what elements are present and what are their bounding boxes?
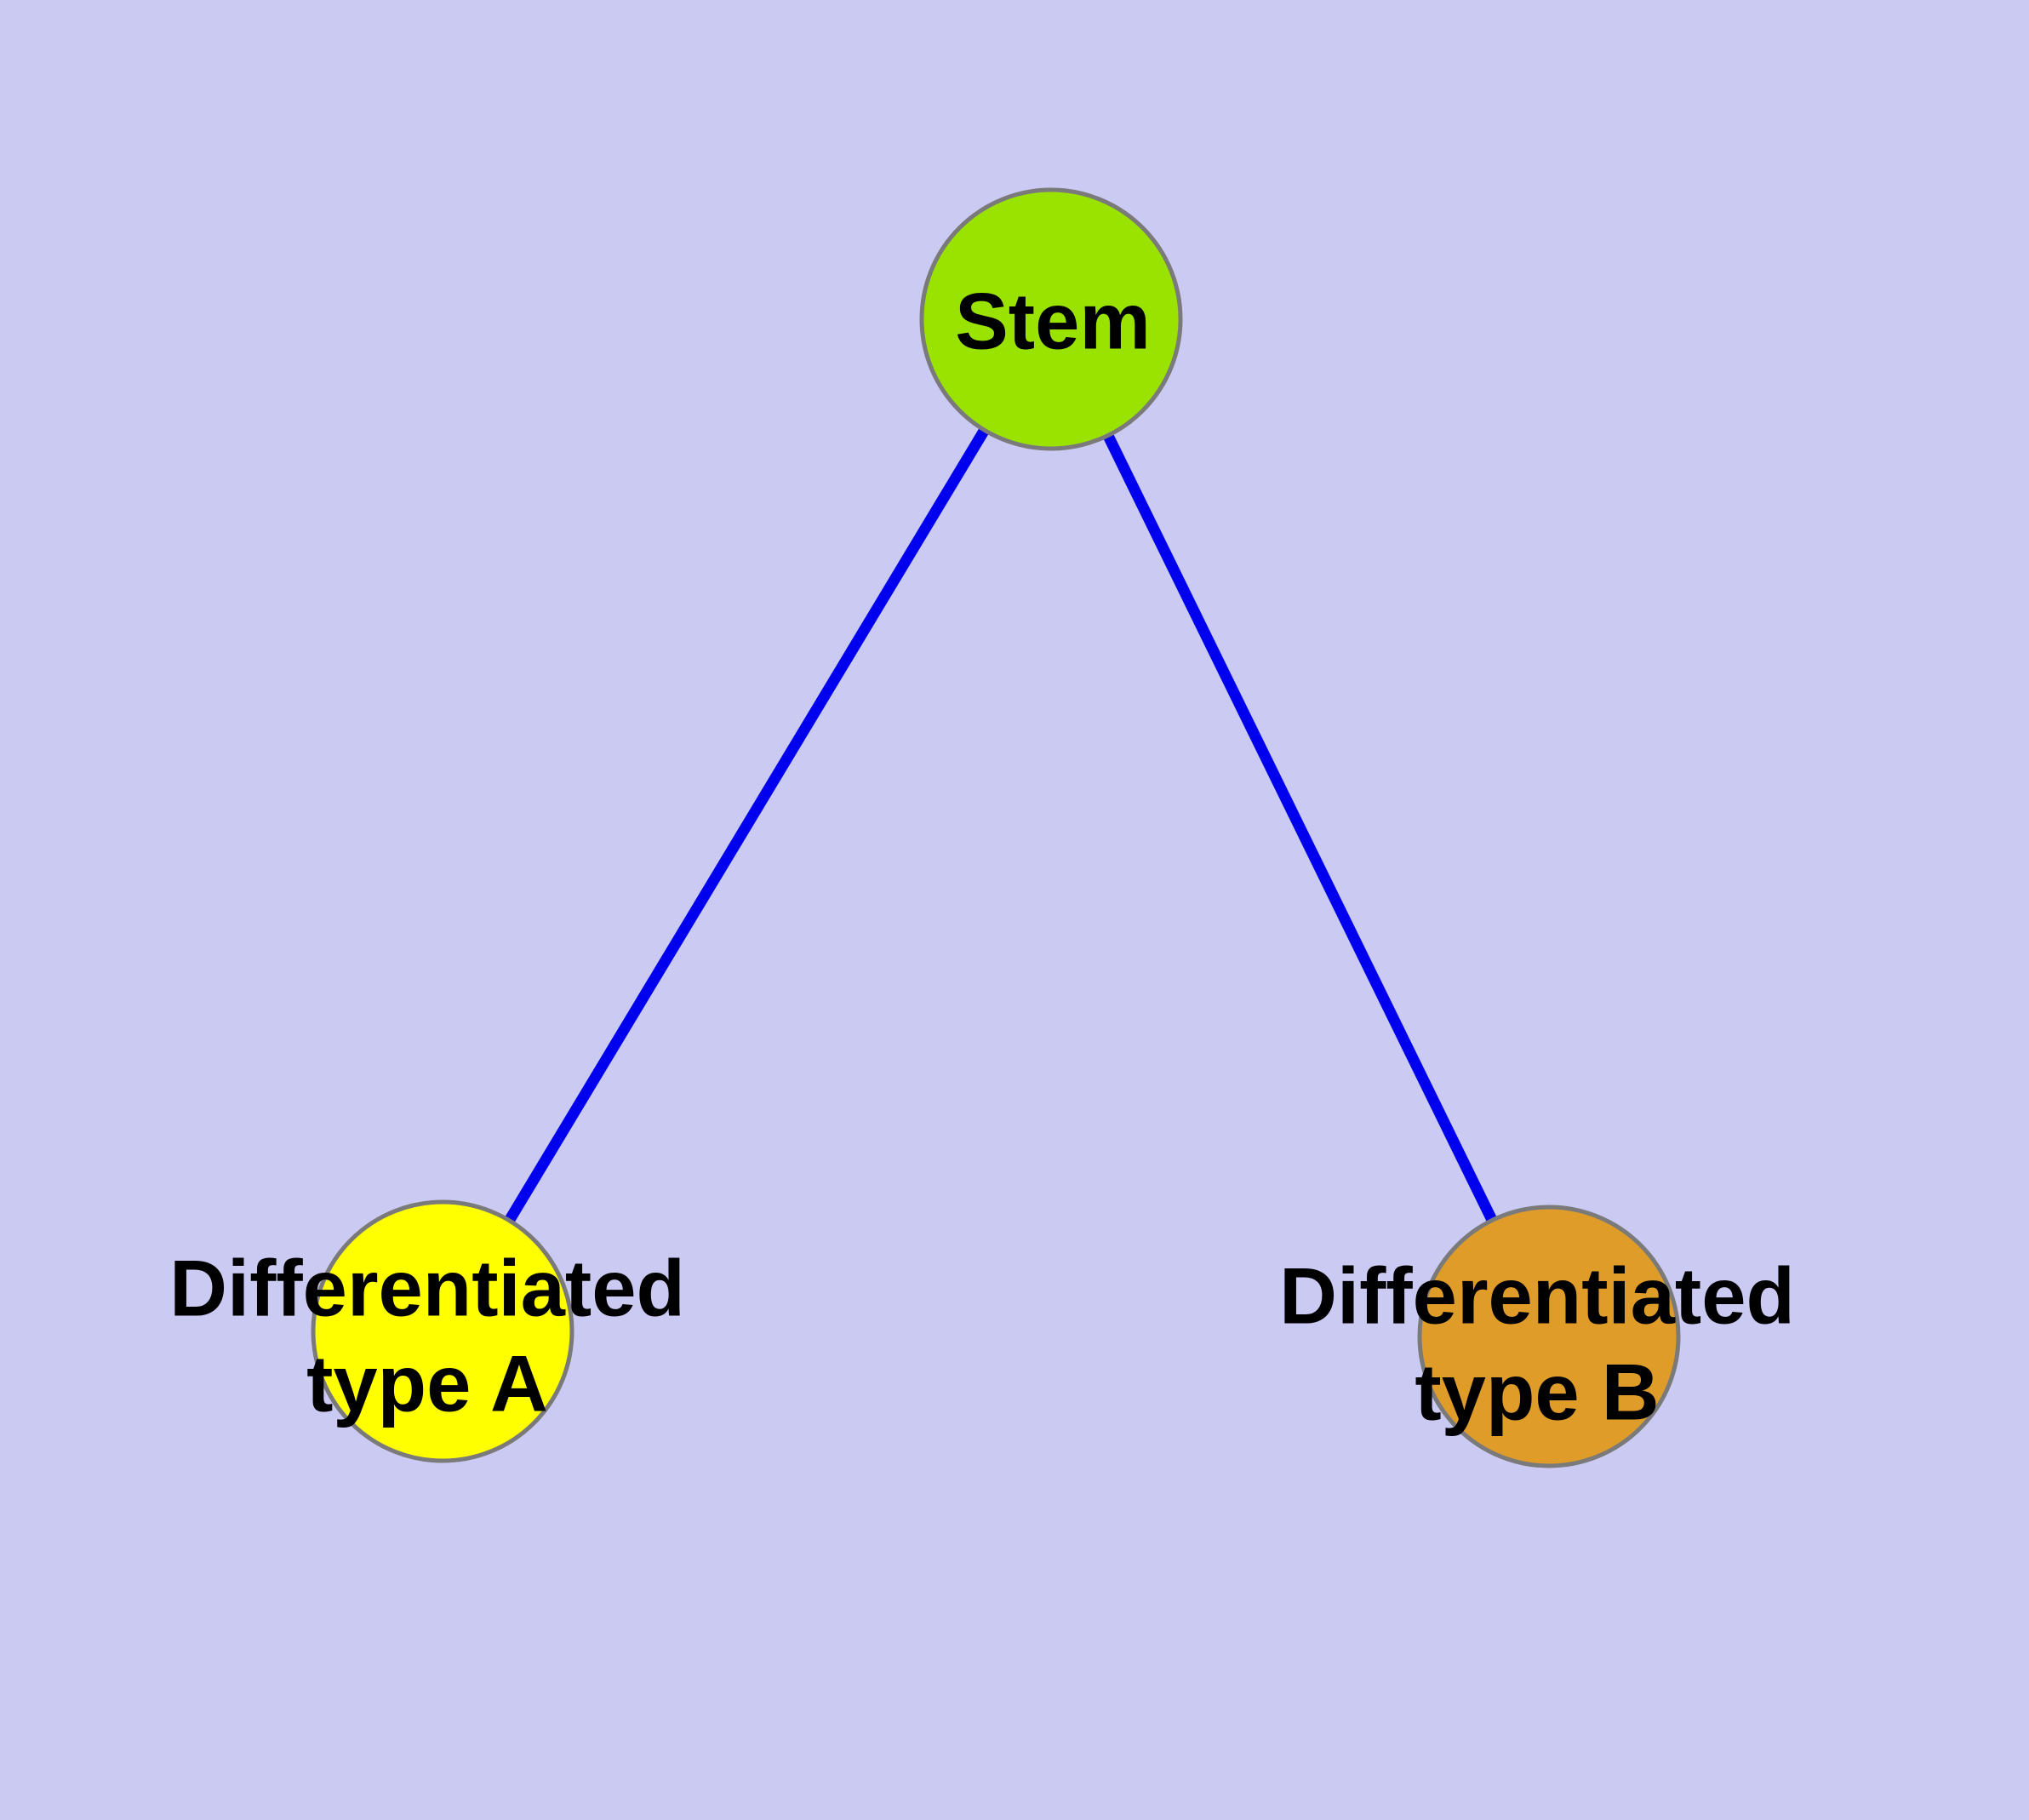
node-type-a-label-line1: Differentiated xyxy=(169,1244,685,1333)
node-type-a-label-line2: type A xyxy=(306,1339,548,1428)
node-differentiated-type-a: Differentiated type A xyxy=(169,1199,685,1463)
edge-group xyxy=(437,316,1554,1339)
node-type-a-circle xyxy=(311,1199,574,1463)
node-stem-label: Stem xyxy=(955,277,1151,366)
edge-stem-to-type-a xyxy=(437,316,1056,1335)
node-type-b-circle xyxy=(1417,1205,1681,1468)
node-type-b-label-line2: type B xyxy=(1415,1348,1659,1437)
node-stem: Stem xyxy=(919,187,1183,451)
node-differentiated-type-b: Differentiated type B xyxy=(1279,1205,1795,1468)
node-type-b-label-line1: Differentiated xyxy=(1279,1251,1795,1341)
edge-stem-to-type-b xyxy=(1046,317,1554,1339)
node-stem-circle xyxy=(919,187,1183,451)
